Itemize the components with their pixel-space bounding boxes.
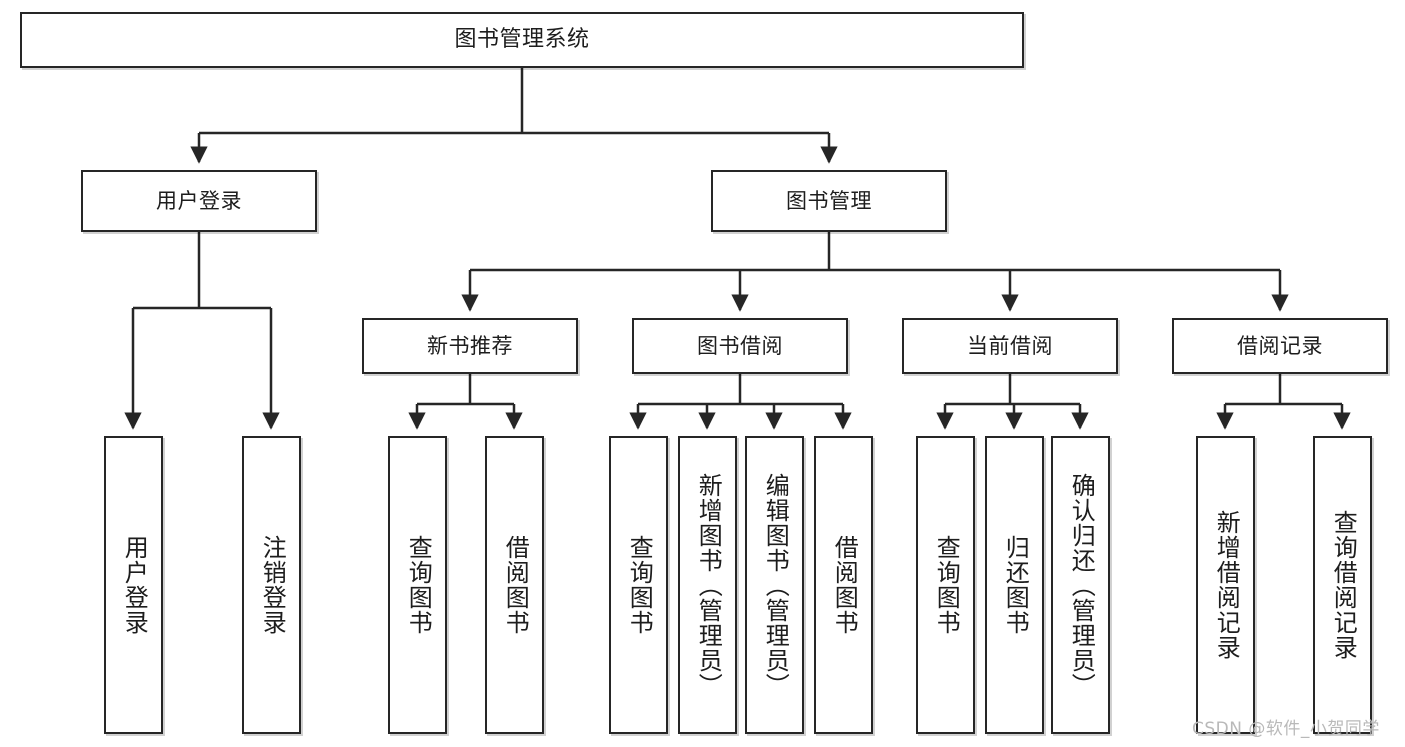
node-label: 新增借阅记录 — [1212, 510, 1241, 660]
leaf-query-borrow-record[interactable]: 查询借阅记录 — [1313, 436, 1372, 734]
node-label: 注销登录 — [258, 535, 287, 635]
node-label: 查询借阅记录 — [1329, 510, 1358, 660]
leaf-query-book-borrow[interactable]: 查询图书 — [609, 436, 668, 734]
leaf-add-book-admin[interactable]: 新增图书（管理员） — [678, 436, 737, 734]
node-label: 新增图书（管理员） — [694, 472, 723, 698]
node-root[interactable]: 图书管理系统 — [20, 12, 1024, 68]
leaf-borrow-book[interactable]: 借阅图书 — [814, 436, 873, 734]
leaf-user-login[interactable]: 用户登录 — [104, 436, 163, 734]
leaf-borrow-book-recommend[interactable]: 借阅图书 — [485, 436, 544, 734]
node-label: 查询图书 — [625, 535, 654, 635]
node-label: 查询图书 — [404, 535, 433, 635]
node-label: 借阅图书 — [830, 535, 859, 635]
node-label: 图书管理 — [786, 188, 872, 213]
node-user-login[interactable]: 用户登录 — [81, 170, 317, 232]
node-new-book-recommend[interactable]: 新书推荐 — [362, 318, 578, 374]
node-label: 借阅图书 — [501, 535, 530, 635]
node-label: 图书管理系统 — [454, 27, 590, 53]
node-label: 编辑图书（管理员） — [761, 472, 790, 698]
leaf-add-borrow-record[interactable]: 新增借阅记录 — [1196, 436, 1255, 734]
leaf-logout[interactable]: 注销登录 — [242, 436, 301, 734]
leaf-confirm-return-admin[interactable]: 确认归还（管理员） — [1051, 436, 1110, 734]
leaf-query-book-recommend[interactable]: 查询图书 — [388, 436, 447, 734]
node-label: 归还图书 — [1001, 535, 1030, 635]
node-label: 新书推荐 — [427, 333, 513, 358]
leaf-query-book-current[interactable]: 查询图书 — [916, 436, 975, 734]
node-label: 用户登录 — [156, 188, 242, 213]
node-current-borrow[interactable]: 当前借阅 — [902, 318, 1118, 374]
node-label: 查询图书 — [932, 535, 961, 635]
csdn-watermark: CSDN @软件_小贺同学 — [1192, 719, 1380, 739]
node-book-borrow[interactable]: 图书借阅 — [632, 318, 848, 374]
node-label: 当前借阅 — [967, 333, 1053, 358]
node-label: 用户登录 — [120, 535, 149, 635]
leaf-edit-book-admin[interactable]: 编辑图书（管理员） — [745, 436, 804, 734]
leaf-return-book[interactable]: 归还图书 — [985, 436, 1044, 734]
node-label: 确认归还（管理员） — [1067, 472, 1096, 698]
node-book-management[interactable]: 图书管理 — [711, 170, 947, 232]
node-label: 图书借阅 — [697, 333, 783, 358]
node-borrow-records[interactable]: 借阅记录 — [1172, 318, 1388, 374]
node-label: 借阅记录 — [1237, 333, 1323, 358]
